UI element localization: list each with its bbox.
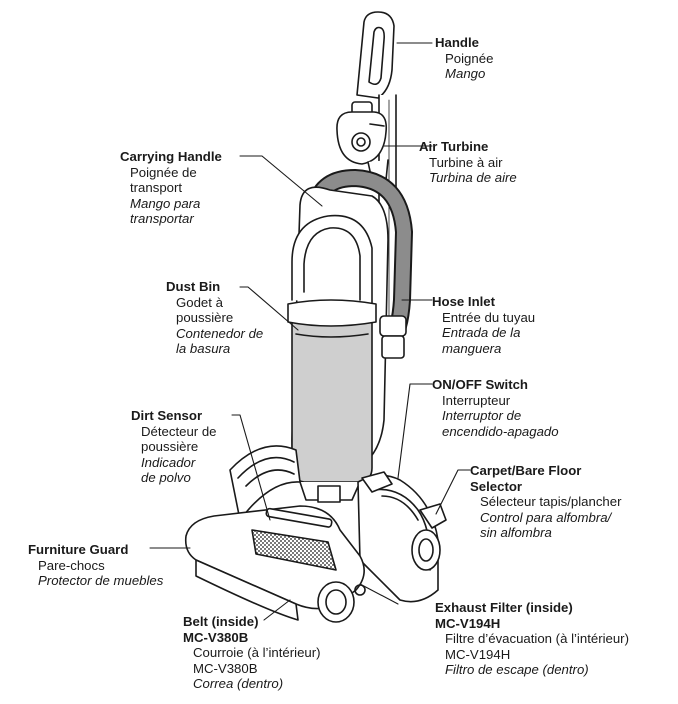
hose-inlet-es2: manguera — [442, 340, 502, 356]
callout-exhaust-filter: Exhaust Filter (inside) MC-V194H Filtre … — [435, 600, 629, 678]
onoff-switch-es1: Interruptor de — [442, 408, 522, 424]
handle-en: Handle — [435, 35, 479, 50]
exhaust-filter-es: Filtro de escape (dentro) — [445, 662, 589, 678]
dust-bin-en: Dust Bin — [166, 279, 221, 294]
onoff-switch-fr: Interrupteur — [442, 392, 511, 408]
carrying-handle-es1: Mango para — [130, 195, 201, 211]
onoff-switch-en: ON/OFF Switch — [432, 377, 528, 392]
exhaust-filter-en1: Exhaust Filter (inside) — [435, 600, 573, 615]
hose-inlet-fr: Entrée du tuyau — [442, 309, 536, 325]
floor-selector-en1: Carpet/Bare Floor — [470, 463, 582, 478]
belt-fr1: Courroie (à l’intérieur) — [193, 645, 321, 661]
air-turbine-es: Turbina de aire — [429, 170, 517, 186]
callout-onoff-switch: ON/OFF Switch Interrupteur Interruptor d… — [432, 377, 559, 439]
callout-handle: Handle Poignée Mango — [435, 35, 493, 82]
callout-dirt-sensor: Dirt Sensor Détecteur de poussière Indic… — [131, 408, 217, 486]
dust-bin-fr1: Godet à — [176, 294, 223, 310]
furniture-guard-fr: Pare-chocs — [38, 557, 105, 573]
carrying-handle-fr1: Poignée de — [130, 164, 197, 180]
air-turbine-part — [336, 101, 389, 181]
callout-carrying-handle: Carrying Handle Poignée de transport Man… — [120, 149, 222, 227]
belt-en2: MC-V380B — [183, 629, 249, 645]
dirt-sensor-fr2: poussière — [141, 439, 199, 455]
hose-inlet-part — [379, 315, 407, 359]
dirt-sensor-en: Dirt Sensor — [131, 408, 203, 423]
dust-bin-es1: Contenedor de — [176, 325, 264, 341]
exhaust-filter-fr1: Filtre d’évacuation (à l’intérieur) — [445, 631, 629, 647]
hose-inlet-es1: Entrada de la — [442, 325, 521, 341]
onoff-switch-es2: encendido-apagado — [442, 423, 559, 439]
belt-en1: Belt (inside) — [183, 614, 259, 629]
floor-selector-es1: Control para alfombra/ — [480, 509, 612, 525]
furniture-guard-es: Protector de muebles — [38, 573, 164, 589]
carrying-handle-es2: transportar — [130, 211, 194, 227]
floor-selector-es2: sin alfombra — [480, 525, 552, 541]
air-turbine-en: Air Turbine — [419, 139, 489, 154]
furniture-guard-en: Furniture Guard — [28, 542, 129, 557]
exhaust-filter-fr2: MC-V194H — [445, 646, 511, 662]
handle-es: Mango — [445, 66, 486, 82]
handle-grip — [356, 11, 395, 99]
nozzle-base — [184, 505, 365, 621]
hose-inlet-en: Hose Inlet — [432, 294, 496, 309]
dirt-sensor-es2: de polvo — [141, 470, 191, 486]
belt-es: Correa (dentro) — [193, 676, 284, 692]
callout-air-turbine: Air Turbine Turbine à air Turbina de air… — [419, 139, 517, 186]
front-wheel — [317, 581, 355, 623]
air-turbine-fr: Turbine à air — [429, 154, 503, 170]
dust-bin-fr2: poussière — [176, 310, 234, 326]
carrying-handle-en: Carrying Handle — [120, 149, 222, 164]
dirt-sensor-es1: Indicador — [141, 454, 196, 470]
handle-fr: Poignée — [445, 50, 494, 66]
callout-floor-selector: Carpet/Bare Floor Selector Sélecteur tap… — [470, 463, 621, 541]
dust-bin-part — [287, 299, 377, 483]
callout-furniture-guard: Furniture Guard Pare-chocs Protector de … — [28, 542, 163, 589]
floor-selector-en2: Selector — [470, 478, 523, 494]
dust-bin-es2: la basura — [176, 341, 231, 357]
floor-selector-fr: Sélecteur tapis/plancher — [480, 494, 622, 510]
selector-part — [419, 503, 447, 529]
callout-belt: Belt (inside) MC-V380B Courroie (à l’int… — [183, 614, 321, 692]
belt-fr2: MC-V380B — [193, 660, 258, 676]
switch-part — [361, 471, 393, 493]
dirt-sensor-fr1: Détecteur de — [141, 423, 217, 439]
callout-hose-inlet: Hose Inlet Entrée du tuyau Entrada de la… — [432, 294, 535, 356]
carrying-handle-fr2: transport — [130, 180, 183, 196]
callout-dust-bin: Dust Bin Godet à poussière Contenedor de… — [166, 279, 263, 357]
exhaust-filter-en2: MC-V194H — [435, 615, 501, 631]
leader-lines — [149, 42, 471, 621]
